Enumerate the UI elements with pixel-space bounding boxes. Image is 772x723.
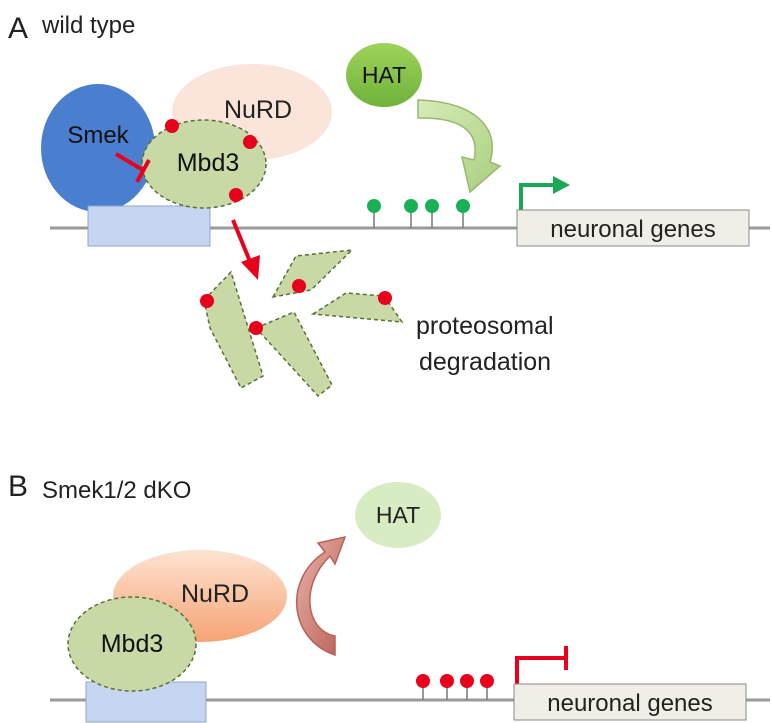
hat-label-a: HAT xyxy=(362,62,406,88)
mbd3-label-a: Mbd3 xyxy=(177,149,240,177)
phospho-marks-b xyxy=(416,674,494,700)
acetyl-dot xyxy=(425,199,439,213)
panel-b: B Smek1/2 dKO HAT NuRD Mbd3 xyxy=(8,470,770,723)
gene-label-a: neuronal genes xyxy=(550,216,715,243)
acetyl-dot xyxy=(404,199,418,213)
degradation-arrow xyxy=(231,219,260,280)
inhibition-symbol xyxy=(114,152,151,183)
phospho-dot xyxy=(378,291,392,305)
mbd3-protein-a xyxy=(141,119,267,209)
acetylation-marks xyxy=(367,199,470,228)
phospho-dot xyxy=(480,674,494,688)
gene-box-b xyxy=(513,683,747,721)
hat-curved-arrow-a xyxy=(417,99,502,194)
phospho-dot xyxy=(416,674,430,688)
gene-label-b: neuronal genes xyxy=(547,690,712,717)
phospho-dot xyxy=(229,188,243,202)
mbd3-label-b: Mbd3 xyxy=(101,630,164,658)
mbd3-fragment xyxy=(203,270,264,390)
phospho-dot xyxy=(460,674,474,688)
repressed-transcription-symbol xyxy=(515,646,568,684)
nurd-label-b: NuRD xyxy=(181,580,249,608)
phospho-dot xyxy=(249,321,263,335)
panel-a-letter: A xyxy=(8,12,28,45)
degradation-label-line2: degradation xyxy=(419,348,551,376)
hat-displacement-arrow xyxy=(295,535,347,657)
panel-b-letter: B xyxy=(8,470,28,503)
active-transcription-arrow xyxy=(519,176,570,210)
smek-protein xyxy=(41,84,155,212)
acetyl-dot xyxy=(456,199,470,213)
hat-label-b: HAT xyxy=(376,502,420,528)
phospho-dot xyxy=(292,279,306,293)
nurd-label-a: NuRD xyxy=(224,96,292,124)
panel-a: A wild type NuRD Smek Mbd3 HAT xyxy=(8,12,770,398)
hat-enzyme-b xyxy=(355,482,441,548)
mbd3-fragment xyxy=(271,249,355,299)
phospho-dot xyxy=(440,674,454,688)
mbd3-fragment xyxy=(254,311,333,398)
hat-enzyme-a xyxy=(346,43,422,107)
mbd3-protein-b xyxy=(67,596,197,692)
panel-a-title: wild type xyxy=(41,12,135,39)
gene-box-a xyxy=(516,209,750,247)
acetyl-dot xyxy=(367,199,381,213)
panel-b-title: Smek1/2 dKO xyxy=(42,477,191,504)
promoter-box-a xyxy=(87,205,211,247)
phospho-dot xyxy=(200,294,214,308)
phospho-dot xyxy=(165,119,179,133)
smek-label: Smek xyxy=(67,122,129,149)
phospho-dot xyxy=(243,135,257,149)
degradation-label-line1: proteosomal xyxy=(416,312,554,340)
